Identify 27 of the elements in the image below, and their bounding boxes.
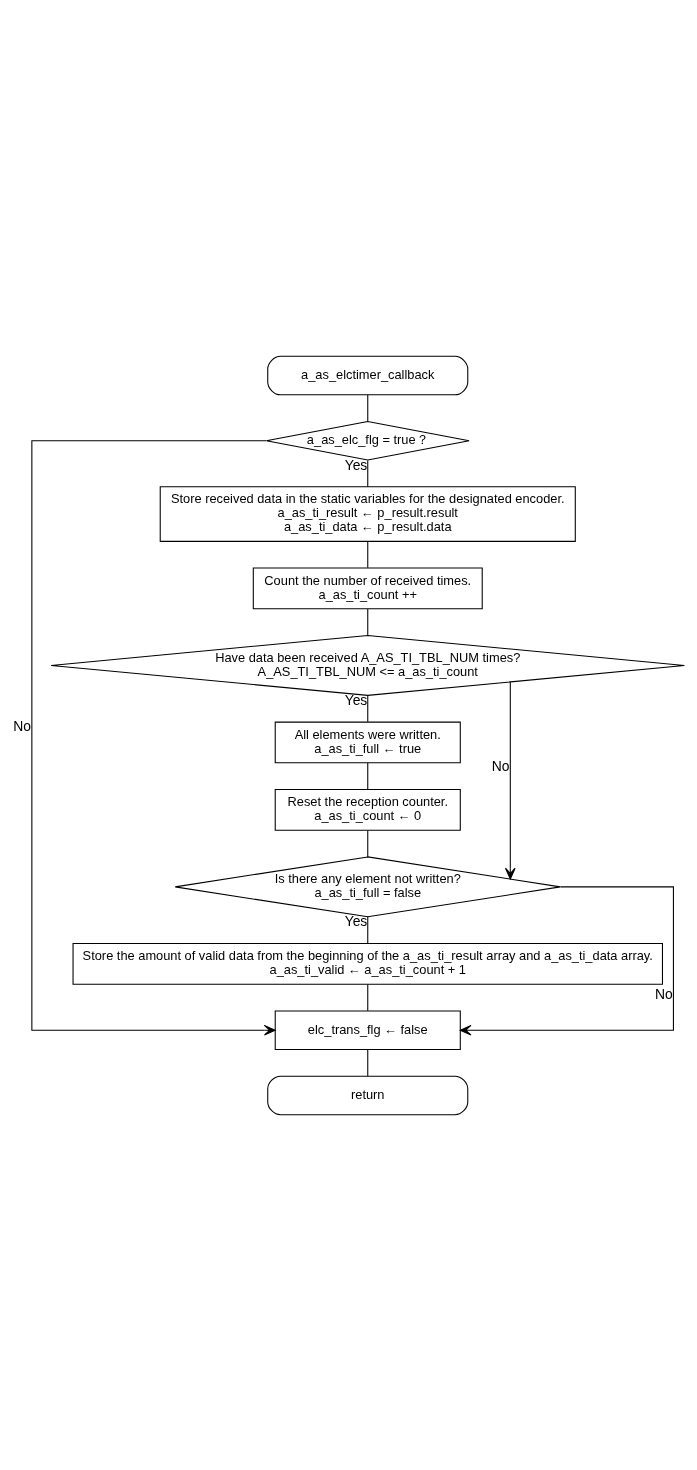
connector — [367, 459, 369, 487]
edge-label: No — [654, 985, 673, 1002]
node-box: Store received data in the static variables for the designated encoder. a_as_ti_result ← p_result.result a_as_ti_data ← p_result.data — [159, 485, 576, 542]
connector — [367, 915, 369, 944]
connector — [367, 540, 369, 568]
node-box: elc_trans_flg ← false — [274, 1009, 461, 1050]
arrow — [504, 681, 516, 879]
connector — [367, 1048, 369, 1076]
arrow — [31, 439, 276, 1036]
node-diamond: Have data been received A_AS_TI_TBL_NUM times? A_AS_TI_TBL_NUM <= a_as_ti_count — [50, 634, 685, 696]
node-box: Store the amount of valid data from the beginning of the a_as_ti_result array and a_as_ti_data array. a_as_ti_valid ← a_as_ti_count + 1 — [72, 942, 663, 985]
edge-label: No — [491, 757, 510, 774]
connector — [367, 608, 369, 636]
connector — [367, 829, 369, 857]
connector — [367, 762, 369, 790]
connector — [367, 694, 369, 722]
node-box: a_as_elctimer_callback — [267, 355, 469, 395]
arrow — [459, 885, 674, 1036]
node-box: All elements were written. a_as_ti_full ← true — [274, 721, 461, 763]
node-box: Count the number of received times. a_as_ti_count ++ — [252, 567, 483, 609]
node-diamond: a_as_elc_flg = true？ — [265, 420, 470, 461]
connector — [367, 394, 369, 422]
node-diamond: Is there any element not written? a_as_ti_full = false — [174, 855, 561, 917]
node-box: return — [267, 1075, 469, 1115]
node-box: Reset the reception counter. a_as_ti_count ← 0 — [274, 788, 461, 831]
connector — [367, 983, 369, 1011]
edge-label: No — [13, 717, 32, 734]
